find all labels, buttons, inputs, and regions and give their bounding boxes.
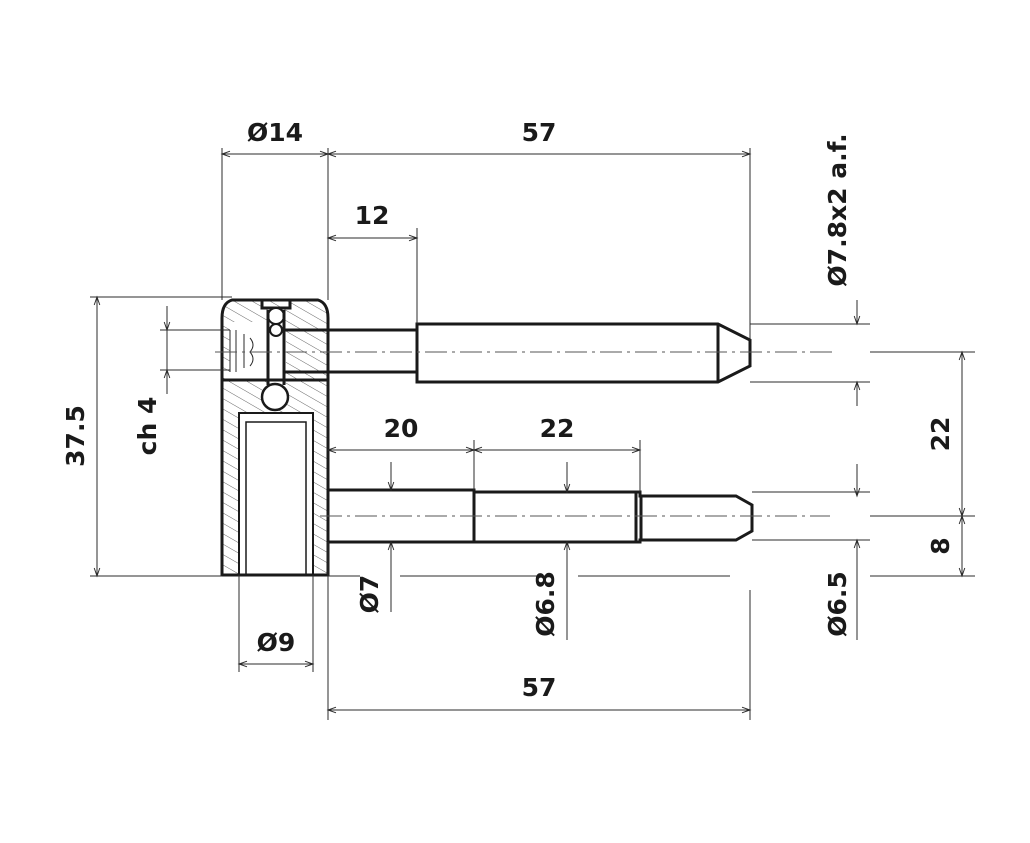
label-offset-8-vertical: 8 [926, 537, 955, 554]
label-d65: Ø6.5 [823, 571, 852, 637]
label-height-37-5: 37.5 [61, 405, 90, 467]
socket-bore [245, 421, 307, 576]
label-d9: Ø9 [257, 628, 296, 657]
label-chamfer-ch4: ch 4 [133, 397, 162, 456]
center-lines [215, 351, 835, 517]
label-length-22-horizontal: 22 [540, 414, 575, 443]
upper-pin [284, 322, 752, 384]
dimension-labels: Ø14 57 12 Ø7.8x2 a.f. 37.5 ch 4 20 22 22… [61, 118, 955, 702]
detent-ball-large [260, 382, 290, 412]
label-length-57-top: 57 [522, 118, 557, 147]
label-length-20: 20 [384, 414, 419, 443]
label-d68: Ø6.8 [531, 571, 560, 637]
label-length-12: 12 [355, 201, 390, 230]
label-d14: Ø14 [247, 118, 303, 147]
dimension-lines [93, 150, 966, 714]
hinge-body [220, 298, 330, 577]
extension-lines [90, 148, 975, 720]
label-d7: Ø7 [355, 575, 384, 614]
label-d78-af: Ø7.8x2 a.f. [823, 133, 852, 286]
label-offset-22-vertical: 22 [926, 417, 955, 452]
detent-ball-small [267, 307, 285, 325]
label-length-57-bottom: 57 [522, 673, 557, 702]
